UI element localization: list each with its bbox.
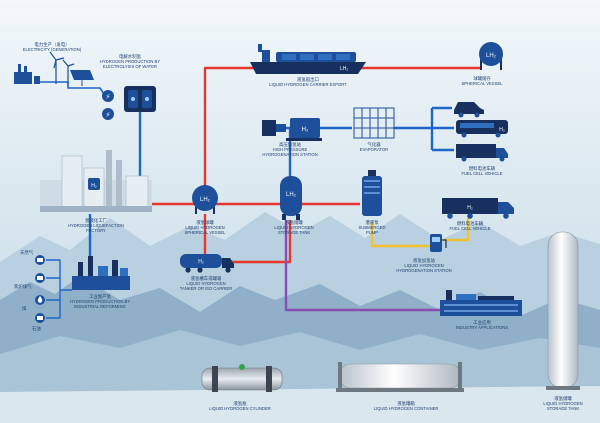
lh2-tank-label-en2: STORAGE TANK [278,230,311,235]
evaporator-label-zh: 气化器 [367,141,381,148]
hp-compressor-icon [262,118,322,141]
solar-panel-icon [70,70,94,86]
tanker-label-en1: LIQUID HYDROGEN [186,281,225,286]
industrial-plant-icon [72,256,130,290]
factory-label-en2: FACTORY [86,228,106,233]
lh2-sphere-icon [192,185,218,214]
fcv-top-label-zh: 燃料电池车辆 [469,165,496,172]
spherical-vessel-badge: LH₂ [486,53,497,59]
station-to-vehicle-line [444,218,470,242]
storage-tank-label-zh: 液氢储罐 [554,395,572,402]
tanker-label-en2: TANKER OR ISO CARRIER [180,286,233,291]
factory-label-zh: 氢液化工厂 [85,217,108,224]
bus-icon [456,120,508,138]
truck-mid-badge: H₂ [467,205,473,211]
feedstock-icons [35,255,45,323]
evaporator-label-en: EVAPORATOR [360,147,388,152]
fcv-mid-label-zh: 燃料电池车辆 [457,220,484,227]
industrial-label-en1: HYDROGEN PRODUCTION BY [70,299,130,304]
lh2-storage-tank-icon [280,176,302,220]
electrolysis-label-en1: HYDROGEN PRODUCTION BY [100,59,160,64]
lh2-container-icon [336,362,464,392]
evaporator-icon [353,107,395,139]
pump-label-zh: 潜液泵 [365,219,379,226]
electrolyzer-icon: ⚡ ⚡ [102,86,156,120]
factory-badge: H₂ [91,183,97,189]
spherical-vessel-label-en: SPHERICAL VESSEL [461,81,503,86]
lh2-tank-label-en1: LIQUID HYDROGEN [274,225,313,230]
spherical-vessel-label-zh: 球罐储存 [473,75,491,82]
cylinder-label-zh: 液氢瓶 [233,400,247,407]
factory-label-en1: HYDROGEN LIQUEFACTION [68,223,124,228]
hp-station-badge: H₂ [302,127,309,133]
sphere-to-export-line [203,66,480,190]
pump-label-en2: PUMP [366,230,378,235]
generation-label-en: ELECTRICITY (GENERATION) [23,47,82,52]
hp-station-label-zh: 高压加氢站 [279,141,302,148]
electrolysis-label-en2: ELECTROLYSIS OF WATER [103,64,157,69]
lh2-sphere-label-zh: 液氢球罐 [196,219,214,226]
lh2-storage-tower-icon [546,231,580,390]
hp-station-label-en1: HIGH PRESSURE [273,147,308,152]
power-line [40,81,105,95]
car-icon [454,102,484,118]
liquefaction-factory-icon [40,150,152,212]
carrier-label-zh: 液氢船出口 [297,76,319,83]
feedstock-label-3: 石油 [32,325,41,332]
cylinder-label-en: LIQUID HYDROGEN CYLINDER [209,406,271,411]
feedstock-lines [46,259,72,319]
svg-text:⚡: ⚡ [106,93,111,101]
feedstock-label-1: 焦炉煤气 [14,283,32,290]
container-label-zh: 液氢罐箱 [397,400,415,407]
lh2-station-icon [430,234,447,252]
industry-applications-icon [440,290,522,316]
truck-mid-icon [442,198,514,219]
lh2-tank-badge: LH₂ [286,192,297,198]
lh2-sphere-badge: LH₂ [200,197,211,203]
tanker-label-zh: 液氢槽车或罐箱 [191,275,222,282]
lh2-station-label-en2: HYDROGENATION STATION [396,268,451,273]
svg-text:⚡: ⚡ [106,111,111,119]
industry-apps-label-en: INDUSTRY APPLICATIONS [456,325,509,330]
fcv-mid-label-en: FUEL CELL VEHICLE [449,226,490,231]
carrier-badge: LH₂ [340,66,348,72]
storage-tank-label-en2: STORAGE TANK [547,406,580,411]
submerged-pump-icon [362,170,382,216]
container-label-en: LIQUID HYDROGEN CONTAINER [374,406,439,411]
generation-label-zh: 电力生产（发电） [34,41,69,48]
tanker-to-tank-line [232,220,292,264]
lh2-tank-label-zh: 液氢储罐 [285,219,303,226]
spherical-vessel-icon [479,42,503,70]
bus-badge: H₂ [499,127,505,133]
tank-to-industry-line [284,220,440,312]
evaporator-to-vehicles-line [394,106,454,152]
lh2-station-label-en1: LIQUID HYDROGEN [404,263,443,268]
wind-turbine-icon [49,51,75,84]
truck-top-icon [456,144,508,162]
storage-tank-label-en1: LIQUID HYDROGEN [543,401,582,406]
lh2-sphere-label-en2: SPHERICAL VESSEL [184,230,226,235]
industrial-label-zh: 工业副产氢 [89,293,112,300]
fcv-top-label-en: FUEL CELL VEHICLE [461,171,502,176]
lh2-station-label-zh: 液氢加氢站 [413,257,436,264]
feedstock-label-0: 天然气 [20,249,34,256]
tanker-badge: H₂ [198,259,204,265]
industry-apps-label-zh: 工业应用 [473,319,491,326]
lh2-tanker-icon [180,254,234,273]
lh2-carrier-ship-icon [250,44,366,74]
hp-station-label-en2: HYDROGENATION STATION [262,152,317,157]
industrial-label-en2: INDUSTRIAL REFORMING [74,304,126,309]
power-plant-icon [14,64,40,84]
pump-label-en1: SUBMERGED [359,225,386,230]
lh2-cylinder-icon [201,364,283,392]
electrolysis-label-zh: 电解水制氢 [119,53,142,60]
feedstock-label-2: 煤 [22,305,27,312]
carrier-label-en: LIQUID HYDROGEN CARRIER EXPORT [269,82,347,87]
pump-to-station-line [370,222,430,248]
lh2-sphere-label-en1: LIQUID HYDROGEN [185,225,224,230]
